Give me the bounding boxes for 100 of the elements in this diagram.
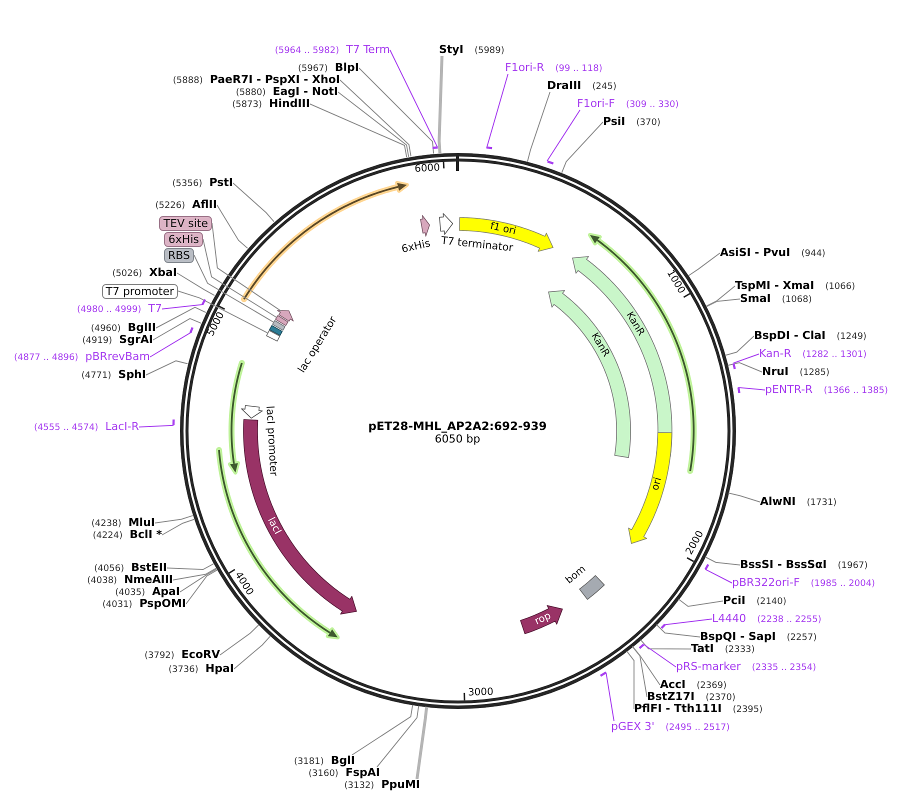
leader-line bbox=[202, 238, 278, 318]
enzyme-name: PpuMI bbox=[381, 779, 420, 791]
enzyme-name: PspOMI bbox=[139, 598, 186, 610]
site-position: (4224) bbox=[92, 530, 123, 542]
leader-line bbox=[438, 56, 444, 154]
site-position: (3160) bbox=[308, 768, 338, 780]
primer-name: pENTR-R bbox=[765, 384, 813, 396]
feature-label: ori bbox=[650, 476, 664, 492]
enzyme-name: AlwNI bbox=[760, 496, 796, 508]
leader-line bbox=[186, 570, 218, 604]
leader-line bbox=[376, 705, 420, 768]
leader-line bbox=[706, 286, 736, 307]
feature-label: 6xHis bbox=[400, 238, 432, 256]
site-position: (5888) bbox=[172, 75, 203, 87]
primer-name: LacI-R bbox=[105, 421, 139, 433]
enzyme-name: BspQI - SapI bbox=[700, 631, 776, 643]
site-position: (5967) bbox=[298, 63, 328, 74]
leader-line bbox=[166, 563, 214, 570]
leader-line bbox=[358, 68, 434, 154]
leader-line bbox=[216, 204, 248, 249]
enzyme-name: PflFI - Tth111I bbox=[634, 703, 722, 715]
enzyme-name: DraIII bbox=[547, 80, 582, 92]
leader-line bbox=[728, 492, 760, 502]
site-position: (2333) bbox=[724, 644, 755, 656]
site-position: (370) bbox=[636, 117, 660, 129]
leader-line bbox=[526, 92, 550, 162]
leader-line bbox=[220, 624, 260, 656]
enzyme-name: BstEII bbox=[131, 562, 167, 574]
site-position: (5989) bbox=[474, 45, 504, 57]
feature-tag: RBS bbox=[164, 248, 194, 262]
enzyme-name: BssSI - BssSαI bbox=[740, 559, 827, 571]
primer-name: F1ori-F bbox=[577, 98, 615, 110]
leader-line bbox=[232, 182, 275, 222]
enzyme-name: HpaI bbox=[205, 663, 234, 675]
primer-name: Kan-R bbox=[759, 348, 792, 360]
enzyme-name: ApaI bbox=[152, 586, 180, 598]
leader-line bbox=[152, 318, 202, 340]
leader-line bbox=[561, 122, 604, 174]
enzyme-name: NmeAIII bbox=[124, 574, 173, 586]
leader-line bbox=[234, 636, 271, 670]
site-position: (3181) bbox=[294, 756, 324, 768]
enzyme-name: TspMI - XmaI bbox=[735, 280, 814, 292]
site-position: (4960) bbox=[90, 323, 121, 334]
plasmid-name: pET28-MHL_AP2A2:692-939 bbox=[368, 419, 547, 433]
site-position: (1249) bbox=[836, 331, 867, 343]
leader-line bbox=[704, 556, 740, 566]
primer-name: pRS-marker bbox=[676, 661, 741, 673]
primer-range: (99 .. 118) bbox=[555, 63, 602, 75]
enzyme-name: XbaI bbox=[149, 267, 177, 279]
site-position: (245) bbox=[592, 81, 616, 93]
feature-label: T7 terminator bbox=[440, 236, 514, 254]
leader-line bbox=[640, 639, 692, 650]
site-position: (5026) bbox=[112, 268, 142, 280]
site-position: (3736) bbox=[168, 664, 198, 676]
feature-label: f1 ori bbox=[488, 220, 517, 238]
leader-line bbox=[678, 598, 724, 607]
leader-line bbox=[732, 354, 760, 364]
primer-name: pBRrevBam bbox=[85, 351, 150, 363]
leader-line bbox=[310, 104, 408, 158]
feature-tag: 6xHis bbox=[164, 232, 203, 246]
primer-name: T7 Term bbox=[346, 44, 390, 56]
leader-line bbox=[162, 518, 195, 536]
primer-range: (5964 .. 5982) bbox=[274, 45, 340, 57]
site-position: (2140) bbox=[756, 596, 786, 608]
site-position: (3132) bbox=[344, 780, 374, 792]
site-position: (4031) bbox=[102, 599, 132, 611]
enzyme-name: EcoRV bbox=[181, 649, 220, 661]
primer-range: (1366 .. 1385) bbox=[824, 385, 888, 397]
primer-range: (2238 .. 2255) bbox=[757, 614, 822, 626]
enzyme-name: AccI bbox=[660, 679, 686, 691]
enzyme-name: HindIII bbox=[269, 98, 310, 110]
enzyme-name: TatI bbox=[691, 643, 714, 655]
leader-line bbox=[180, 568, 217, 592]
enzyme-name: BclI * bbox=[130, 529, 162, 541]
leader-line bbox=[664, 618, 712, 626]
site-position: (3792) bbox=[144, 650, 174, 662]
enzyme-name: BglII bbox=[128, 322, 156, 334]
primer-name: T7 bbox=[148, 303, 162, 315]
site-position: (4919) bbox=[82, 335, 112, 347]
enzyme-name: SmaI bbox=[740, 293, 771, 305]
site-position: (1068) bbox=[782, 294, 812, 306]
site-position: (1967) bbox=[838, 560, 868, 572]
tick-label: 2000 bbox=[684, 529, 707, 558]
leader-line bbox=[724, 336, 754, 356]
leader-line bbox=[632, 646, 660, 686]
site-position: (5356) bbox=[172, 178, 202, 190]
enzyme-name: MluI bbox=[128, 517, 155, 529]
enzyme-name: PaeR7I - PspXI - XhoI bbox=[210, 74, 340, 86]
leader-line bbox=[172, 568, 217, 580]
enzyme-name: PciI bbox=[723, 595, 746, 607]
primer-name: pBR322ori-F bbox=[732, 577, 800, 589]
leader-line bbox=[352, 704, 414, 756]
leader-line bbox=[727, 362, 762, 372]
primer-range: (1282 .. 1301) bbox=[802, 349, 867, 361]
site-position: (5226) bbox=[155, 200, 186, 212]
site-position: (4056) bbox=[94, 563, 124, 575]
site-position: (4238) bbox=[91, 518, 122, 530]
leader-line bbox=[688, 252, 720, 276]
enzyme-name: BglI bbox=[330, 755, 355, 767]
enzyme-name: AsiSI - PvuI bbox=[720, 247, 790, 259]
